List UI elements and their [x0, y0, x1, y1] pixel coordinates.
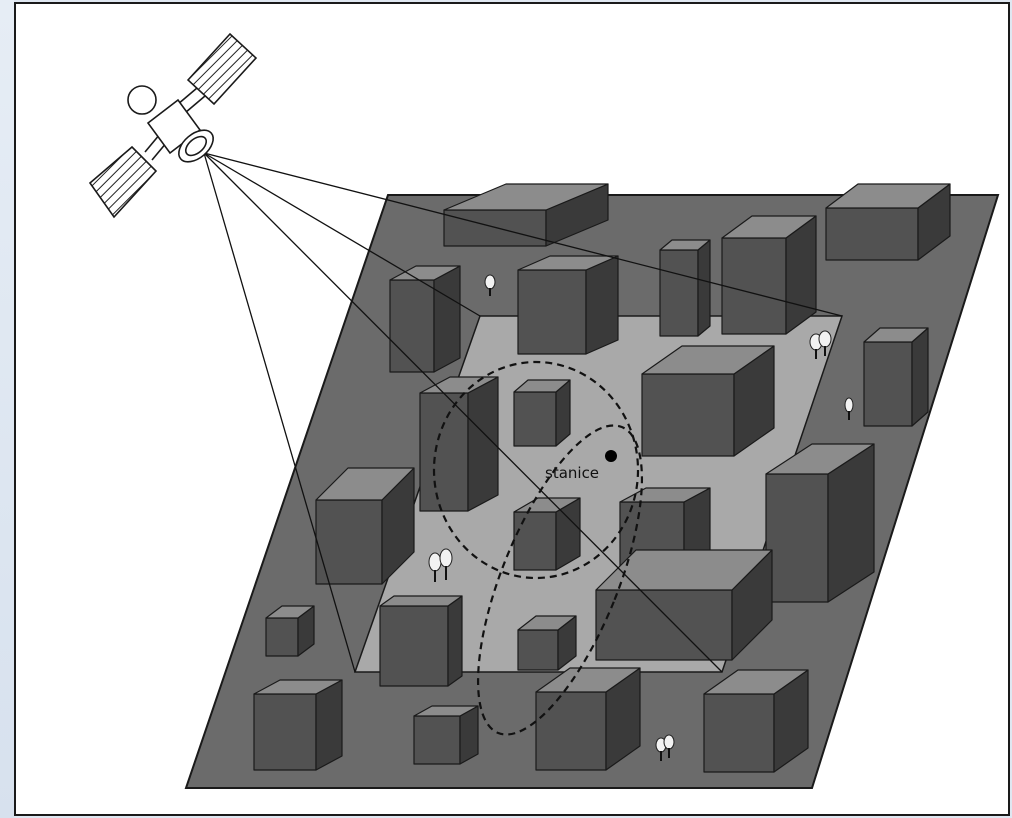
outer-coverage-ellipse [476, 424, 644, 736]
page-edge-strip [0, 0, 14, 818]
building-front [517, 269, 587, 355]
building [595, 549, 773, 661]
building-side [447, 595, 463, 687]
building-top [641, 345, 775, 375]
building-front [659, 249, 699, 337]
sight-lines [203, 152, 843, 673]
building-top [443, 183, 609, 211]
building-front [265, 617, 299, 657]
building [419, 376, 499, 512]
building-front [703, 693, 775, 773]
building-side [467, 376, 499, 512]
building [315, 467, 415, 585]
building-front [721, 237, 787, 335]
building-top [595, 549, 773, 591]
building [253, 679, 343, 771]
building-top [535, 667, 641, 693]
station-point [605, 450, 617, 462]
building [641, 345, 775, 457]
building [703, 669, 809, 773]
building [379, 595, 463, 687]
building [413, 705, 479, 765]
station-label: stanice [545, 464, 599, 482]
building [765, 443, 875, 603]
tree-icon [428, 274, 854, 761]
building [443, 183, 609, 247]
building-front [863, 341, 913, 427]
building [825, 183, 951, 261]
building [659, 239, 711, 337]
building-front [765, 473, 829, 603]
building-front [253, 693, 317, 771]
building-side [315, 679, 343, 771]
building-top [765, 443, 875, 475]
building-top [517, 615, 577, 631]
building-side [911, 327, 929, 427]
building [513, 497, 581, 571]
building-front [413, 715, 461, 765]
building-front [513, 511, 557, 571]
building-front [513, 391, 557, 447]
building-top [513, 379, 571, 393]
building-side [585, 255, 619, 355]
building [517, 615, 577, 671]
satellite-icon [88, 32, 258, 219]
building-top [721, 215, 817, 239]
building-side [697, 239, 711, 337]
building [535, 667, 641, 771]
building-front [379, 605, 449, 687]
building-top [825, 183, 951, 209]
building-side [433, 265, 461, 373]
building-front [517, 629, 559, 671]
building-top [659, 239, 711, 251]
buildings [253, 183, 951, 773]
building-top [265, 605, 315, 619]
building [513, 379, 571, 447]
building [517, 255, 619, 355]
building-top [863, 327, 929, 343]
building-top [315, 467, 415, 501]
building-top [253, 679, 343, 695]
building [389, 265, 461, 373]
building-front [825, 207, 919, 261]
building-front [595, 589, 733, 661]
building-front [641, 373, 735, 457]
building-front [389, 279, 435, 373]
building [265, 605, 315, 657]
building [721, 215, 817, 335]
building-top [703, 669, 809, 695]
building-top [517, 255, 619, 271]
building-front [535, 691, 607, 771]
building-top [413, 705, 479, 717]
building [863, 327, 929, 427]
building-top [379, 595, 463, 607]
inner-coverage-ellipse [432, 360, 640, 580]
